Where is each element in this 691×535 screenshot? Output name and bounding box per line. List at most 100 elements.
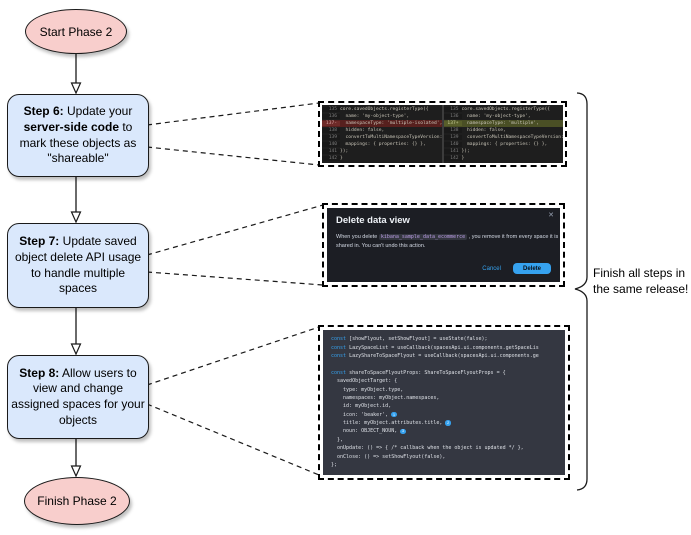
connector-step6-panel1-bottom [146,146,320,166]
code-text: title: myObject.attributes.title, [331,420,443,427]
line-number: 140 [322,142,340,147]
diff-line: 139 convertToMultiNamespaceTypeVersion: … [322,134,442,141]
flyout-code-screenshot: const [showFlyout, setShowFlyout] = useS… [318,325,570,480]
callout-badge-icon: 2 [445,420,451,426]
diff-line: 136 name: 'my-object-type', [322,113,442,120]
brace-annotation: Finish all steps in the same release! [593,266,689,296]
delete-button[interactable]: Delete [512,263,551,274]
code-text: convertToMultiNamespaceTypeVersion: ' [340,135,442,140]
line-number: 137- [322,121,340,126]
step7-node: Step 7: Update saved object delete API u… [7,223,149,308]
keyword: const [331,336,347,343]
code-text: onClose: () => setShowFlyout(false), [331,453,446,460]
code-text: type: myObject.type, [331,386,404,393]
diff-line: 142} [443,155,564,162]
line-number: 136 [322,114,340,119]
line-number: 138 [443,128,462,133]
diff-line: 136 name: 'my-object-type', [443,113,564,120]
code-text: core.savedObjects.registerType({ [461,107,551,112]
code-line: onUpdate: () => { /* callback when the o… [331,444,557,452]
code-text: } [340,156,343,161]
code-line: noun: OBJECT_NOUN,3 [331,427,557,435]
diff-line: 137- namespaceType: 'multiple-isolated', [322,120,442,127]
code-line: }, [331,436,557,444]
code-text: namespaces: myObject.namespaces, [331,394,440,401]
code-text: noun: OBJECT_NOUN, [331,428,398,435]
code-text: savedObjectTarget: { [331,378,398,385]
code-text: }); [461,149,470,154]
arrowhead-icon [70,465,82,478]
step7-label: Step 7: Update saved object delete API u… [14,234,142,296]
code-block: const [showFlyout, setShowFlyout] = useS… [323,330,565,475]
connector-step7-panel2-top [146,204,324,256]
diff-line: 140 mappings: { properties: {} }, [322,141,442,148]
code-text: icon: 'beaker', [331,411,389,418]
code-line: id: myObject.id, [331,402,557,410]
callout-badge-icon: 1 [391,411,397,418]
code-line: }; [331,461,557,469]
delete-modal-screenshot: ✕ Delete data view When you delete kiban… [322,203,565,287]
keyword: const [331,344,347,351]
code-text: } [461,156,465,161]
step6-label: Step 6: Update your server-side code to … [19,104,137,166]
keyword: const [331,369,347,376]
code-line: savedObjectTarget: { [331,377,557,385]
finish-node: Finish Phase 2 [24,477,130,525]
code-text: mappings: { properties: {} }, [340,142,426,147]
line-number: 135 [443,107,462,112]
line-number: 136 [443,114,462,119]
code-text: hidden: false, [340,128,385,133]
index-name-code: kibana_sample_data_ecommerce [378,234,468,240]
diff-line: 138 hidden: false, [443,127,564,134]
code-text: shareToSpaceFlyoutProps: ShareToSpaceFly… [346,369,506,376]
diff-line: 141}); [443,148,564,155]
keyword: const [331,352,347,359]
curly-brace [574,92,588,491]
step8-node: Step 8: Allow users to view and change a… [7,355,149,439]
code-text: core.savedObjects.registerType({ [340,107,429,112]
line-number: 141 [443,149,462,154]
connector-step8-panel3-top [146,326,320,386]
code-line: const [showFlyout, setShowFlyout] = useS… [331,335,557,343]
code-line: const LazyShareToSpaceFlyout = useCallba… [331,352,557,360]
code-text: name: 'my-object-type', [461,114,531,119]
line-number: 141 [322,149,340,154]
delete-modal: ✕ Delete data view When you delete kiban… [327,208,560,282]
arrowhead-icon [70,82,82,95]
diff-divider [441,105,444,163]
code-line: title: myObject.attributes.title,2 [331,419,557,427]
modal-body: When you delete kibana_sample_data_ecomm… [336,234,559,249]
diff-line: 139 convertToMultiNamespaceTypeVersion: … [443,134,563,141]
line-number: 142 [322,156,340,161]
connector-step7-panel2-bottom [146,271,324,286]
connector-step8-panel3-bottom [146,403,320,476]
line-number: 139 [322,135,340,140]
code-text: name: 'my-object-type', [340,114,410,119]
code-text: namespaceType: 'multiple', [461,121,539,126]
diff-line: 137+ namespaceType: 'multiple', [443,120,563,127]
code-line: namespaces: myObject.namespaces, [331,394,557,402]
diff-line: 138 hidden: false, [322,127,442,134]
close-icon[interactable]: ✕ [548,212,554,219]
line-number: 139 [443,135,462,140]
cancel-button[interactable]: Cancel [482,265,501,272]
code-text: namespaceType: 'multiple-isolated', [340,121,442,126]
code-text: convertToMultiNamespaceTypeVersion: ' [461,135,563,140]
diff-line: 141}); [322,148,442,155]
code-text: LazyShareToSpaceFlyout = useCallback(spa… [346,352,539,359]
modal-title: Delete data view [336,215,410,226]
step8-label: Step 8: Allow users to view and change a… [11,365,145,427]
arrowhead-icon [70,343,82,356]
code-text: }; [331,462,338,469]
code-text: }, [331,436,344,443]
code-line: type: myObject.type, [331,385,557,393]
start-node: Start Phase 2 [25,9,127,54]
code-text: LazySpaceList = useCallback(spacesApi.ui… [346,344,539,351]
finish-label: Finish Phase 2 [37,494,117,508]
modal-footer: Cancel Delete [336,263,551,276]
